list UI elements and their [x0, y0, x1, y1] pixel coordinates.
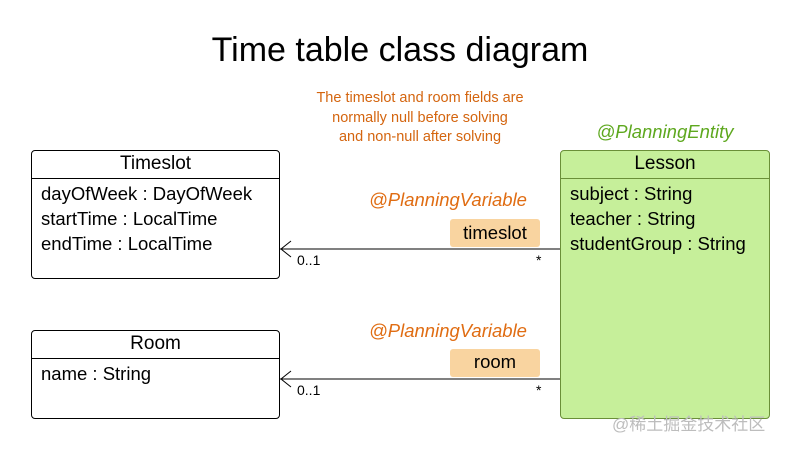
room-field: name : String: [41, 363, 152, 384]
note-line: and non-null after solving: [338, 129, 502, 145]
planning-entity-stereotype: @PlanningEntity: [596, 121, 734, 142]
watermark: @稀土掘金技术社区: [612, 415, 766, 434]
timeslot-target-multiplicity: 0..1: [297, 252, 321, 268]
room-class-name: Room: [32, 331, 279, 359]
room-planning-variable-stereotype: @PlanningVariable: [369, 320, 527, 341]
room-relation-label: room: [450, 349, 540, 377]
timeslot-arrowhead: [280, 240, 292, 258]
note-line: normally null before solving: [332, 109, 508, 126]
room-source-multiplicity: *: [536, 382, 542, 398]
room-arrowhead: [280, 370, 292, 388]
timeslot-class-name: Timeslot: [32, 151, 279, 179]
timeslot-field: endTime : LocalTime: [41, 233, 213, 254]
room-fields: name : String: [32, 359, 279, 386]
room-class: Room name : String: [31, 330, 280, 419]
timeslot-planning-variable-stereotype: @PlanningVariable: [369, 189, 527, 210]
lesson-class-name: Lesson: [561, 151, 769, 179]
lesson-class: Lesson subject : String teacher : String…: [560, 150, 770, 419]
timeslot-association: [280, 240, 560, 258]
note-text: The timeslot and room fields are normall…: [290, 89, 550, 148]
note-line: The timeslot and room fields are: [316, 90, 524, 106]
timeslot-field: startTime : LocalTime: [41, 208, 218, 229]
timeslot-relation-label: timeslot: [450, 219, 540, 247]
room-association: [280, 370, 560, 388]
timeslot-fields: dayOfWeek : DayOfWeek startTime : LocalT…: [32, 179, 279, 256]
timeslot-source-multiplicity: *: [536, 252, 542, 268]
lesson-field: teacher : String: [570, 208, 696, 229]
lesson-field: subject : String: [570, 183, 693, 204]
room-target-multiplicity: 0..1: [297, 382, 321, 398]
lesson-fields: subject : String teacher : String studen…: [561, 179, 769, 256]
timeslot-class: Timeslot dayOfWeek : DayOfWeek startTime…: [31, 150, 280, 279]
diagram-title: Time table class diagram: [211, 31, 589, 69]
lesson-field: studentGroup : String: [570, 233, 746, 254]
timeslot-field: dayOfWeek : DayOfWeek: [41, 183, 253, 204]
